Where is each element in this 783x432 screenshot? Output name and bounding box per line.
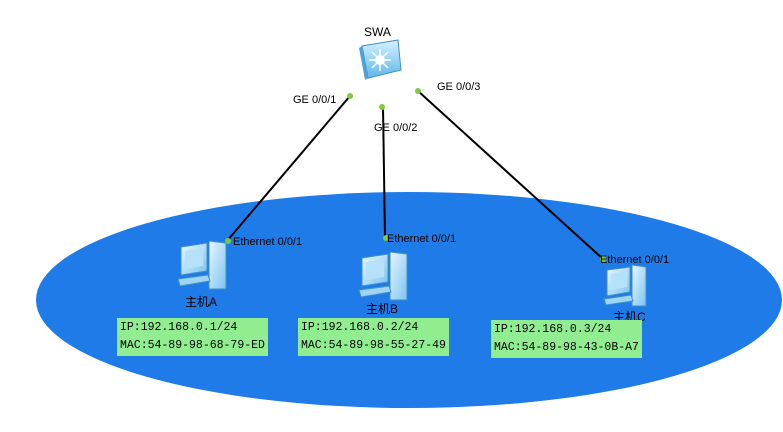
lan-ellipse: [36, 192, 782, 408]
switch-port-label-3: GE 0/0/3: [437, 81, 481, 93]
mac-address: MAC:54-89-98-55-27-49: [301, 339, 446, 352]
port-dot-host-b: [383, 235, 389, 241]
address-box-host-b: IP:192.168.0.2/24 MAC:54-89-98-55-27-49: [298, 318, 449, 356]
mac-address: MAC:54-89-98-43-0B-A7: [494, 341, 639, 354]
link-swa-host-c: [417, 90, 604, 260]
pc-icon-host-b[interactable]: [358, 251, 408, 301]
switch-port-label-1: GE 0/0/1: [293, 94, 337, 106]
port-dot-ge-0-0-1: [347, 93, 353, 99]
switch-name: SWA: [364, 25, 391, 39]
ip-address: IP:192.168.0.1/24: [120, 321, 238, 334]
port-dot-ge-0-0-3: [415, 88, 421, 94]
host-name-a: 主机A: [185, 295, 218, 309]
pc-icon-host-c[interactable]: [603, 264, 647, 307]
address-box-host-c: IP:192.168.0.3/24 MAC:54-89-98-43-0B-A7: [491, 320, 642, 358]
host-name-b: 主机B: [366, 302, 399, 316]
link-swa-host-b: [382, 106, 386, 239]
mac-address: MAC:54-89-98-68-79-ED: [120, 339, 265, 352]
pc-icon-host-a[interactable]: [177, 240, 227, 290]
port-dot-host-c: [600, 256, 606, 262]
host-port-label-a: Ethernet 0/0/1: [233, 236, 303, 248]
ip-address: IP:192.168.0.2/24: [301, 321, 419, 334]
switch-port-label-2: GE 0/0/2: [374, 122, 418, 134]
port-dot-ge-0-0-2: [379, 104, 385, 110]
address-box-host-a: IP:192.168.0.1/24 MAC:54-89-98-68-79-ED: [117, 318, 268, 356]
switch-icon[interactable]: [359, 39, 402, 80]
link-swa-host-a: [226, 95, 351, 242]
host-port-label-c: Ethernet 0/0/1: [600, 254, 670, 266]
host-port-label-b: Ethernet 0/0/1: [387, 233, 457, 245]
port-dot-host-a: [225, 238, 231, 244]
ip-address: IP:192.168.0.3/24: [494, 323, 612, 336]
